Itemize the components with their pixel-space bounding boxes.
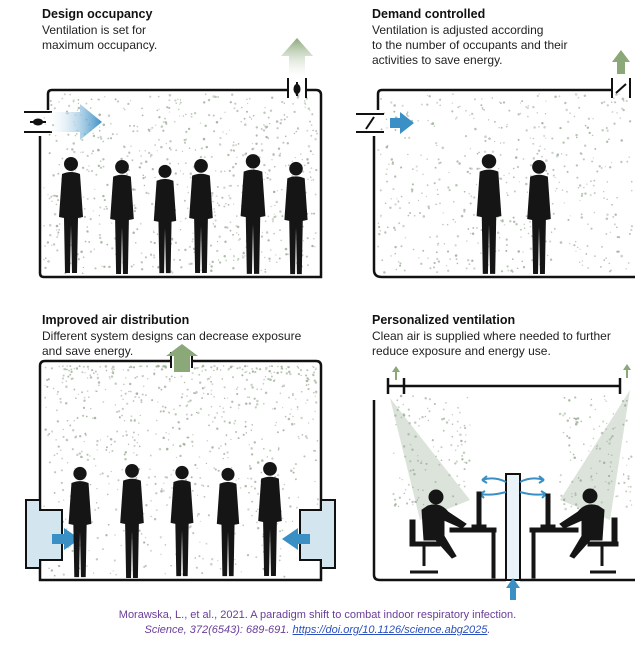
airflow-arrows-personalized: [479, 475, 547, 499]
citation-period: .: [487, 624, 491, 636]
citation: Morawska, L., et al., 2021. A paradigm s…: [0, 608, 635, 638]
supply-arrow-demand-controlled: [390, 112, 414, 134]
supply-vent-design-occupancy: [24, 111, 52, 133]
particle-field-improved-air: [43, 364, 320, 578]
citation-line-1: Morawska, L., et al., 2021. A paradigm s…: [118, 609, 517, 621]
citation-journal: Science, 372(6543): 689-691.: [144, 624, 293, 636]
doi-link[interactable]: https://doi.org/10.1126/science.abg2025: [292, 624, 488, 636]
floor-supply-arrow-personalized: [506, 578, 520, 600]
panel-desc-personalized-ventilation: Clean air is supplied where needed to fu…: [372, 329, 611, 358]
exhaust-arrow-demand-controlled: [612, 50, 630, 74]
panel-desc-demand-controlled: Ventilation is adjusted according to the…: [372, 23, 568, 67]
occupants-design-occupancy: [59, 154, 308, 275]
left-duct-improved-air: [25, 499, 80, 569]
particle-field-demand-controlled: [377, 93, 634, 274]
mini-exhaust-arrow-left: [392, 366, 400, 380]
panel-title-demand-controlled: Demand controlled: [372, 7, 486, 21]
occupants-demand-controlled: [476, 154, 551, 275]
exhaust-vent-design-occupancy: [287, 78, 307, 98]
room-improved-air: [38, 359, 323, 582]
cone-right-personalized: [560, 390, 630, 520]
room-design-occupancy: [38, 88, 323, 279]
particle-field-personalized: [392, 394, 633, 511]
workstation-right: [529, 488, 619, 579]
mini-exhaust-arrow-right: [623, 364, 631, 378]
workstation-left: [409, 489, 497, 579]
room-demand-controlled: [372, 88, 635, 279]
exhaust-vent-demand-controlled: [611, 78, 631, 98]
panel-title-design-occupancy: Design occupancy: [42, 7, 153, 21]
panel-desc-improved-air-distribution: Different system designs can decrease ex…: [42, 329, 302, 358]
room-personalized: [372, 378, 635, 582]
panel-title-personalized-ventilation: Personalized ventilation: [372, 313, 516, 327]
occupants-improved-air: [68, 461, 282, 579]
panel-title-improved-air-distribution: Improved air distribution: [42, 313, 190, 327]
exhaust-arrow-improved-air: [166, 344, 198, 372]
cone-left-personalized: [390, 398, 470, 520]
citation-line-2: Science, 372(6543): 689-691. https://doi…: [0, 623, 635, 638]
panel-desc-design-occupancy: Ventilation is set for maximum occupancy…: [42, 23, 158, 52]
exhaust-arrow-design-occupancy: [281, 38, 313, 78]
supply-vent-demand-controlled: [356, 113, 384, 133]
partition-personalized: [505, 473, 521, 581]
supply-arrow-design-occupancy: [50, 104, 102, 140]
ventilation-diagram: [24, 38, 635, 600]
right-duct-improved-air: [282, 499, 336, 569]
